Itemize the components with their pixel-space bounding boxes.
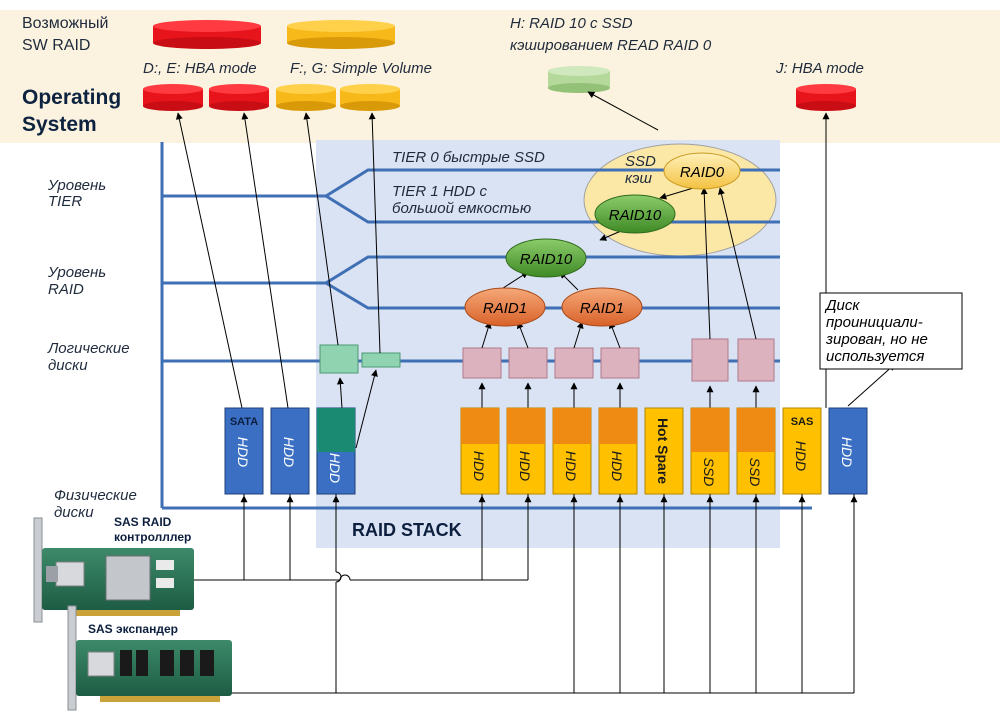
tier1-label-1: TIER 1 HDD с [392, 183, 488, 200]
logical-disk-raid-3 [554, 347, 594, 379]
sw-raid-red-volume [153, 20, 261, 49]
logical-disk-raid-4 [600, 347, 640, 379]
drive-hdd-sata: SATA HDD [224, 407, 264, 495]
drive-hdd-sas: SAS HDD [782, 407, 822, 495]
drive-label: HDD [281, 437, 297, 467]
cable-arrowheads [240, 495, 858, 505]
logical-disk-g [361, 352, 401, 368]
logical-level-label-1: Логические [47, 340, 130, 357]
drive-label: HDD [327, 453, 343, 483]
note-line-4: используется [826, 348, 924, 365]
sas-raid-controller-label-1: SAS RAID [114, 515, 172, 529]
raid0-label: RAID0 [680, 164, 725, 181]
drive-hot-spare: Hot Spare [644, 407, 684, 495]
raid0-node: RAID0 [663, 152, 741, 190]
os-label-2: System [22, 113, 97, 136]
unused-disk-note: Диск проинициали- зирован, но не использ… [819, 292, 963, 370]
logical-level-label-2: диски [48, 357, 88, 374]
drive-hdd-2: HDD [270, 407, 310, 495]
physical-level-label-1: Физические [54, 487, 137, 504]
raid10-node: RAID10 [505, 238, 587, 278]
raid10-label: RAID10 [520, 251, 573, 268]
sas-raid-controller-label-2: контролллер [114, 530, 191, 544]
volume-d [143, 84, 203, 111]
drive-label: HDD [609, 451, 625, 481]
logical-disk-raid-2 [508, 347, 548, 379]
raid1-label-a: RAID1 [483, 300, 527, 317]
drive-label: HDD [563, 451, 579, 481]
tier0-label: TIER 0 быстрые SSD [392, 149, 545, 166]
h-label-2: кэшированием READ RAID 0 [510, 37, 712, 54]
note-line-1: Диск [824, 297, 860, 314]
volume-h [548, 66, 610, 93]
drive-hdd-3: HDD [316, 407, 356, 495]
simple-fg-label: F:, G: Simple Volume [290, 60, 432, 77]
raid1-node-b: RAID1 [561, 287, 643, 327]
sw-raid-label-1: Возможный [22, 15, 108, 32]
logical-disk-raid-1 [462, 347, 502, 379]
drive-label: HDD [793, 441, 809, 471]
volume-j [796, 84, 856, 111]
drive-label: HDD [839, 437, 855, 467]
level-lines [160, 142, 812, 510]
drive-hdd-5: HDD [506, 407, 546, 495]
h-label-1: H: RAID 10 с SSD [510, 15, 633, 32]
volume-e [209, 84, 269, 111]
ssd-cache-label-2: кэш [625, 170, 652, 187]
logical-disk-ssd-1 [691, 338, 729, 382]
drive-label: HDD [471, 451, 487, 481]
drive-hdd-6: HDD [552, 407, 592, 495]
drive-label: HDD [235, 437, 251, 467]
sas-expander-label: SAS экспандер [88, 622, 178, 636]
drive-label: Hot Spare [655, 418, 671, 484]
drive-hdd-7: HDD [598, 407, 638, 495]
drive-hdd-unused: HDD [828, 407, 868, 495]
note-line-3: зирован, но не [825, 331, 928, 348]
drive-label: SSD [701, 458, 717, 487]
tier-level-label-2: TIER [48, 193, 82, 210]
drive-hdd-4: HDD [460, 407, 500, 495]
raid-stack-label: RAID STACK [352, 520, 462, 540]
raid1-label-b: RAID1 [580, 300, 624, 317]
sas-raid-controller-card [33, 517, 194, 623]
drive-tag-sata: SATA [230, 416, 258, 428]
logical-disk-ssd-2 [737, 338, 775, 382]
drive-label: HDD [517, 451, 533, 481]
drive-tag-sas: SAS [791, 416, 814, 428]
note-line-2: проинициали- [826, 314, 923, 331]
sw-raid-label-2: SW RAID [22, 37, 90, 54]
os-label-1: Operating [22, 86, 121, 109]
raid1-node-a: RAID1 [464, 287, 546, 327]
sw-raid-yellow-volume [287, 20, 395, 49]
volume-g [340, 84, 400, 111]
drive-label: SSD [747, 458, 763, 487]
tier1-label-2: большой емкостью [392, 200, 531, 217]
ssd-cache-label-1: SSD [625, 153, 656, 170]
hba-de-label: D:, E: HBA mode [143, 60, 257, 77]
drive-ssd-1: SSD [690, 407, 730, 495]
physical-level-label-2: диски [54, 504, 94, 521]
controller-cabling [192, 494, 855, 694]
volume-f [276, 84, 336, 111]
raid10-cache-node: RAID10 [594, 194, 676, 234]
sas-expander-card [67, 605, 232, 711]
raid-level-label-2: RAID [48, 281, 84, 298]
tier-level-label-1: Уровень [47, 177, 106, 194]
logical-disk-f [319, 344, 359, 374]
j-label: J: HBA mode [775, 60, 864, 77]
drive-ssd-2: SSD [736, 407, 776, 495]
raid10-cache-label: RAID10 [609, 207, 662, 224]
raid-level-label-1: Уровень [47, 264, 106, 281]
